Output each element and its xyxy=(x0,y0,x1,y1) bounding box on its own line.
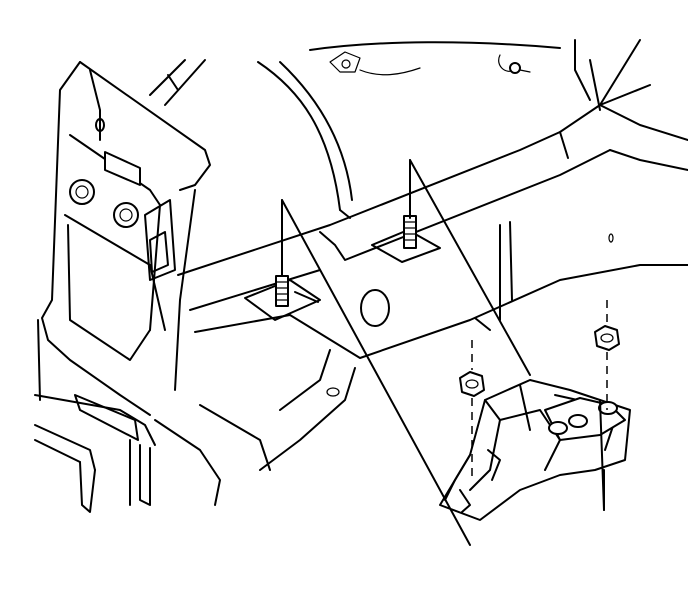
pillar-tab xyxy=(104,151,141,186)
mount-nut-left xyxy=(459,371,485,397)
wheelhouse-clip xyxy=(329,51,361,73)
body-pillar xyxy=(37,59,211,416)
wheelhouse-fastener xyxy=(509,62,521,74)
frame-hole xyxy=(360,289,390,327)
frame-stud-front xyxy=(275,275,289,307)
frame-rail xyxy=(154,39,688,506)
wheelhouse xyxy=(257,41,561,219)
callout-lines xyxy=(281,159,605,546)
pillar-grommet-upper xyxy=(69,179,95,205)
pillar-hole xyxy=(95,118,105,132)
engine-mount xyxy=(439,379,631,521)
mount-bolt-hole-right xyxy=(598,401,618,415)
pillar-grommet-lower xyxy=(113,202,139,228)
frame-stud-rear xyxy=(403,215,417,249)
mount-nut-right xyxy=(594,325,620,351)
stud-pad-rear xyxy=(371,215,441,263)
stud-pad-front xyxy=(244,275,321,321)
mount-bolt-hole-center xyxy=(568,414,588,428)
floor-panel xyxy=(34,394,156,513)
mount-bolt-hole-left xyxy=(548,421,568,435)
